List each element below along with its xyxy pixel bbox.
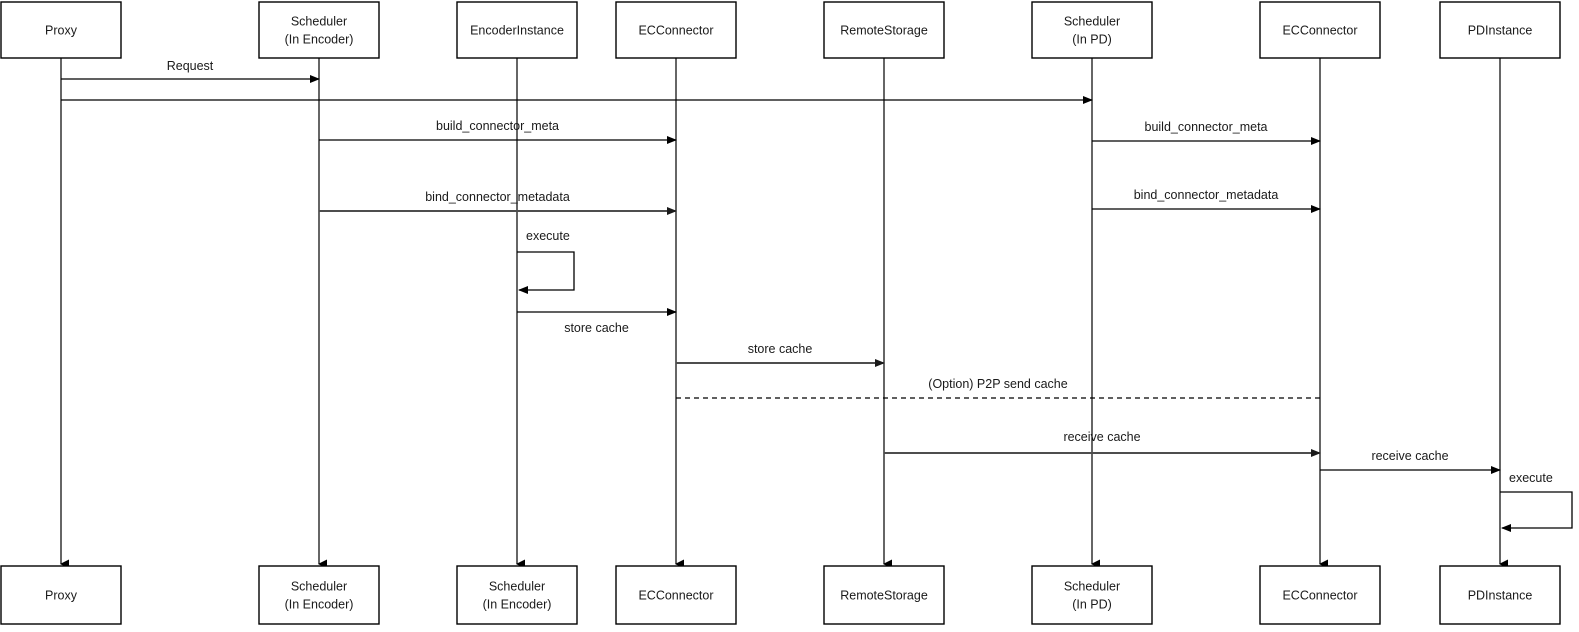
participant-label: ECConnector bbox=[1282, 23, 1357, 37]
participant-top-ec_conn_pd[interactable]: ECConnector bbox=[1259, 1, 1381, 59]
participant-sublabel: (In Encoder) bbox=[285, 597, 354, 611]
participant-label: Scheduler bbox=[1064, 579, 1120, 593]
participant-top-remote[interactable]: RemoteStorage bbox=[823, 1, 945, 59]
message-label: (Option) P2P send cache bbox=[928, 377, 1067, 391]
participant-bottom-sched_enc[interactable]: Scheduler (In Encoder) bbox=[258, 565, 380, 625]
participant-top-sched_enc[interactable]: Scheduler (In Encoder) bbox=[258, 1, 380, 59]
message-label: receive cache bbox=[1371, 449, 1448, 463]
message-m10[interactable]: receive cache bbox=[884, 430, 1321, 457]
message-m7[interactable]: store cache bbox=[517, 308, 677, 335]
message-label: build_connector_meta bbox=[436, 119, 559, 133]
participant-bottom-pd_inst[interactable]: PDInstance bbox=[1439, 565, 1561, 625]
participant-label: Scheduler bbox=[291, 14, 347, 28]
message-m11[interactable]: receive cache bbox=[1320, 449, 1501, 474]
participant-bottom-remote[interactable]: RemoteStorage bbox=[823, 565, 945, 625]
message-m5[interactable]: bind_connector_metadata bbox=[319, 190, 677, 215]
participant-sublabel: (In Encoder) bbox=[285, 32, 354, 46]
participant-top-ec_conn_enc[interactable]: ECConnector bbox=[615, 1, 737, 59]
message-m4[interactable]: build_connector_meta bbox=[1092, 120, 1321, 145]
message-label: bind_connector_metadata bbox=[1134, 188, 1279, 202]
self-message-path bbox=[1500, 491, 1573, 532]
participant-label: ECConnector bbox=[638, 588, 713, 602]
self-message-path bbox=[517, 251, 575, 294]
participant-bottom-proxy[interactable]: Proxy bbox=[0, 565, 122, 625]
participant-label: RemoteStorage bbox=[840, 588, 928, 602]
participant-sublabel: (In Encoder) bbox=[483, 597, 552, 611]
self-message-label: execute bbox=[1509, 471, 1553, 485]
message-m8[interactable]: store cache bbox=[676, 342, 885, 367]
participant-top-pd_inst[interactable]: PDInstance bbox=[1439, 1, 1561, 59]
message-m3[interactable]: build_connector_meta bbox=[319, 119, 677, 144]
participant-label: RemoteStorage bbox=[840, 23, 928, 37]
participant-label: Proxy bbox=[45, 23, 78, 37]
message-label: bind_connector_metadata bbox=[425, 190, 570, 204]
participant-label: Proxy bbox=[45, 588, 78, 602]
participant-label: EncoderInstance bbox=[470, 23, 564, 37]
message-m1[interactable]: Request bbox=[61, 59, 320, 83]
participant-label: Scheduler bbox=[489, 579, 545, 593]
participant-label: ECConnector bbox=[1282, 588, 1357, 602]
participant-bottom-ec_conn_enc[interactable]: ECConnector bbox=[615, 565, 737, 625]
participant-sublabel: (In PD) bbox=[1072, 32, 1112, 46]
message-label: receive cache bbox=[1063, 430, 1140, 444]
participant-label: PDInstance bbox=[1468, 588, 1533, 602]
message-m6[interactable]: bind_connector_metadata bbox=[1092, 188, 1321, 213]
participant-bottom-sched_pd[interactable]: Scheduler (In PD) bbox=[1031, 565, 1153, 625]
message-label: store cache bbox=[748, 342, 813, 356]
participant-top-proxy[interactable]: Proxy bbox=[0, 1, 122, 59]
message-label: Request bbox=[167, 59, 214, 73]
message-label: build_connector_meta bbox=[1145, 120, 1268, 134]
messages-layer: Request build_connector_meta build_connect… bbox=[61, 59, 1501, 474]
self-messages-layer: execute execute bbox=[517, 229, 1573, 532]
participant-sublabel: (In PD) bbox=[1072, 597, 1112, 611]
participant-label: PDInstance bbox=[1468, 23, 1533, 37]
message-label: store cache bbox=[564, 321, 629, 335]
participant-label: Scheduler bbox=[291, 579, 347, 593]
self-message-label: execute bbox=[526, 229, 570, 243]
participant-label: ECConnector bbox=[638, 23, 713, 37]
participant-bottom-ec_conn_pd[interactable]: ECConnector bbox=[1259, 565, 1381, 625]
self-message-s2[interactable]: execute bbox=[1500, 471, 1573, 532]
message-m9[interactable]: (Option) P2P send cache bbox=[676, 377, 1320, 399]
participant-bottom-enc_inst[interactable]: Scheduler (In Encoder) bbox=[456, 565, 578, 625]
self-message-s1[interactable]: execute bbox=[517, 229, 575, 294]
participant-top-enc_inst[interactable]: EncoderInstance bbox=[456, 1, 578, 59]
participant-label: Scheduler bbox=[1064, 14, 1120, 28]
participant-top-sched_pd[interactable]: Scheduler (In PD) bbox=[1031, 1, 1153, 59]
lifelines-layer bbox=[60, 58, 1508, 569]
